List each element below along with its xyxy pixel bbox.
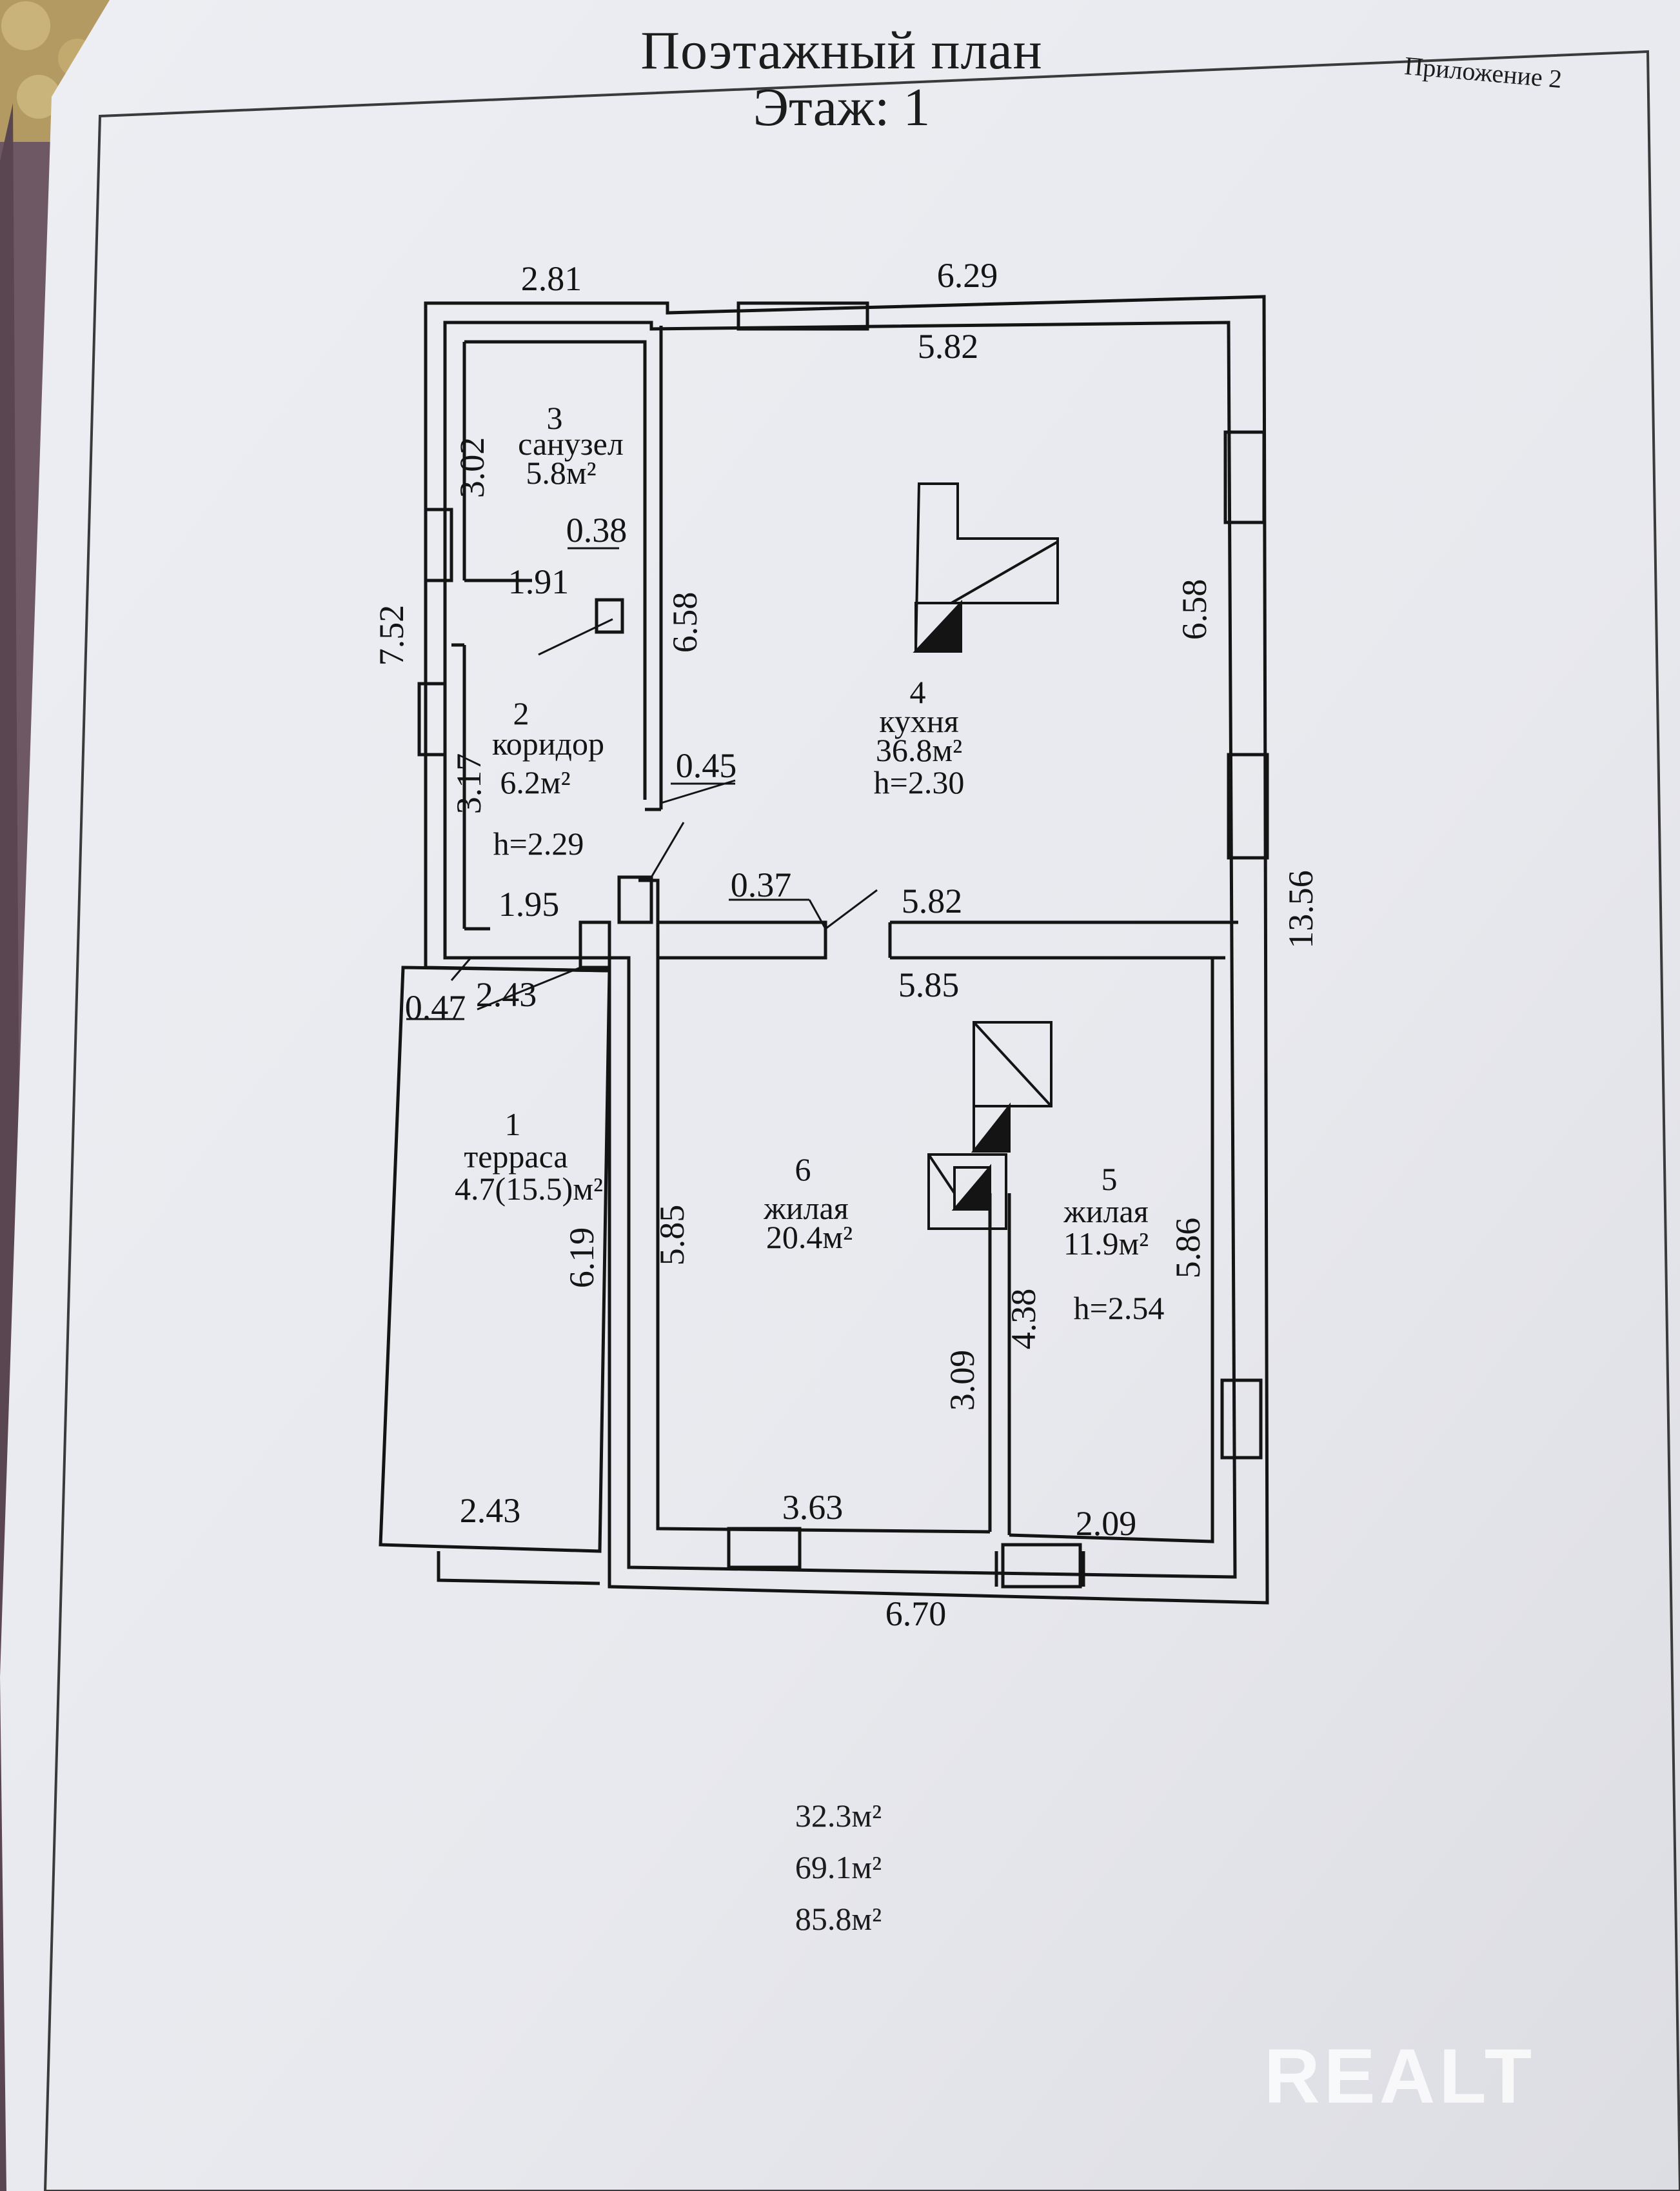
dim-terrace-top-width: 2.43	[476, 975, 537, 1014]
area-totals: 32.3м² 69.1м² 85.8м²	[709, 1799, 967, 1954]
walls	[379, 295, 1269, 1605]
dim-corridor-lower-width: 1.95	[499, 885, 560, 924]
room-3-area: 5.8м²	[526, 455, 596, 491]
window	[1220, 1378, 1263, 1460]
room-2-number: 2	[513, 695, 529, 731]
kitchen-bottom-wall	[656, 920, 1238, 960]
dim-kitchen-left-height: 6.58	[666, 592, 704, 653]
kitchen-left-wall	[645, 326, 663, 811]
dim-corridor-height: 3.17	[450, 753, 488, 815]
dim-room5-right-height: 5.86	[1169, 1218, 1207, 1279]
window	[727, 1527, 802, 1569]
room-1-name: терраса	[464, 1138, 568, 1175]
window	[424, 508, 453, 582]
bath-door-block	[595, 598, 624, 634]
room-6-number: 6	[795, 1151, 811, 1187]
dim-top-right-width: 6.29	[937, 256, 998, 295]
terrace-step	[437, 1551, 600, 1585]
floor-subtitle: Этаж: 1	[753, 77, 931, 137]
room-4-height: h=2.30	[874, 764, 965, 800]
window	[1001, 1543, 1082, 1589]
dim-right-total: 13.56	[1281, 870, 1320, 949]
dim-room6-lower-height: 3.09	[943, 1350, 982, 1411]
dim-room5-bottom-width: 2.09	[1076, 1504, 1137, 1543]
room-1-area: 4.7(15.5)м²	[455, 1171, 603, 1207]
dim-left-wall-upper: 7.52	[372, 605, 411, 666]
dim-room6-left-height: 5.85	[653, 1205, 691, 1266]
window	[417, 682, 447, 757]
page-title: Поэтажный план	[640, 21, 1043, 81]
corridor-door-frame	[578, 875, 653, 969]
room-5-area: 11.9м²	[1063, 1225, 1149, 1262]
room-5-height: h=2.54	[1074, 1290, 1165, 1326]
room-6-area: 20.4м²	[766, 1219, 853, 1255]
dim-bath-height: 3.02	[453, 437, 491, 499]
room-labels: 3 санузел 5.8м² 2 коридор 6.2м² h=2.29 4…	[455, 400, 1164, 1326]
outer-wall-outer	[424, 295, 1269, 1605]
dim-bottom-total: 6.70	[885, 1594, 947, 1633]
room-2-area: 6.2м²	[500, 764, 570, 800]
room5-walls	[994, 958, 1214, 1587]
full-area: 85.8м²	[795, 1901, 882, 1937]
room-stove	[927, 1021, 1052, 1230]
room-3-number: 3	[547, 400, 563, 436]
room-5-number: 5	[1102, 1161, 1118, 1197]
room-1-number: 1	[505, 1106, 521, 1142]
room-2-height: h=2.29	[493, 826, 584, 862]
outer-wall-inner	[443, 321, 1237, 1579]
dim-corridor-door: 0.45	[676, 746, 737, 785]
dim-terrace-door: 0.47	[405, 988, 466, 1027]
dim-kitchen-door: 0.37	[731, 866, 792, 904]
dim-kitchen-inner-width: 5.82	[918, 327, 979, 366]
living-area-total: 32.3м²	[795, 1798, 882, 1834]
window	[736, 301, 869, 331]
room6-walls	[638, 878, 1011, 1535]
kitchen-stove	[913, 482, 1059, 653]
realt-watermark: REALT	[1264, 2033, 1536, 2119]
window	[1227, 753, 1269, 860]
dim-kitchen-bottom-width: 5.82	[902, 882, 963, 920]
dim-top-left-width: 2.81	[521, 259, 582, 298]
terrace-outline	[379, 966, 611, 1553]
dim-terrace-bottom-width: 2.43	[460, 1491, 521, 1530]
dim-room6-bottom-width: 3.63	[782, 1488, 844, 1527]
room-2-name: коридор	[492, 726, 604, 762]
room-3-name: санузел	[518, 426, 624, 462]
dim-room5-top-width: 5.85	[898, 966, 960, 1004]
dim-partition-height: 4.38	[1004, 1289, 1043, 1350]
dim-bath-door: 0.38	[566, 511, 628, 550]
dim-terrace-height: 6.19	[562, 1227, 601, 1289]
room-5-name: жилая	[1063, 1193, 1148, 1229]
dim-corridor-upper-width: 1.91	[508, 562, 569, 601]
window	[1223, 430, 1266, 524]
dimension-labels: 2.81 6.29 5.82 3.02 0.38 1.91 7.52 6.58 …	[372, 256, 1320, 1633]
room-6-name: жилая	[763, 1190, 848, 1226]
room-4-number: 4	[910, 674, 926, 710]
dim-kitchen-right-height: 6.58	[1175, 579, 1214, 640]
room-4-name: кухня	[879, 703, 958, 739]
total-area: 69.1м²	[795, 1849, 882, 1885]
corridor-kitchen-divider	[451, 643, 490, 931]
bath-wall	[462, 340, 647, 800]
room-4-area: 36.8м²	[876, 732, 962, 768]
leader-lines	[406, 547, 878, 1020]
